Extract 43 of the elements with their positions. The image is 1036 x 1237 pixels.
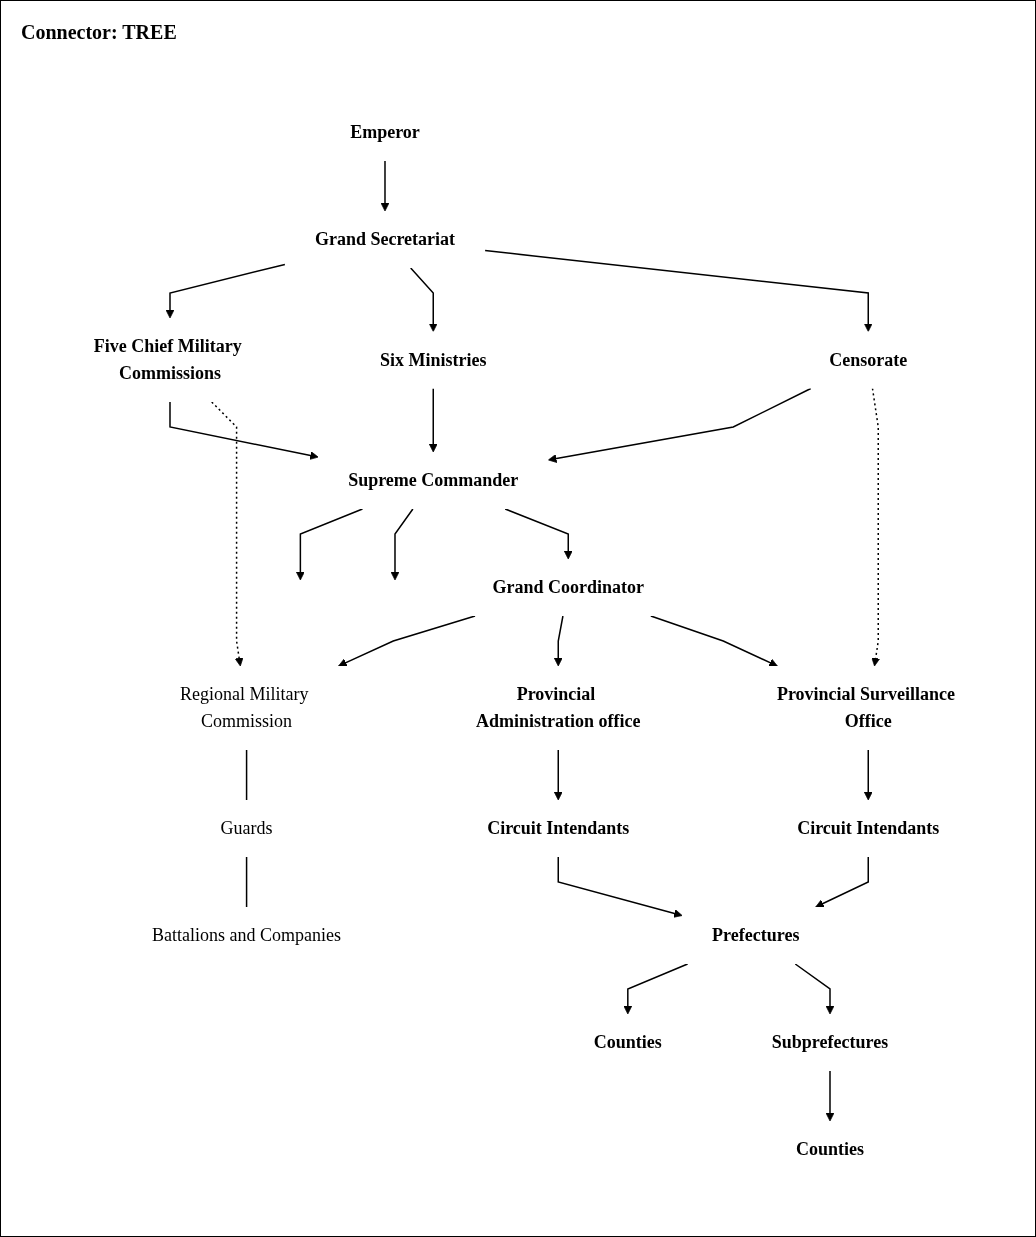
node-text: Prefectures [711, 925, 800, 945]
arrow [553, 749, 563, 801]
arrow [390, 508, 414, 581]
arrow [409, 267, 438, 332]
node-text: Counties [593, 1032, 662, 1052]
arrow [623, 963, 689, 1015]
node-text: Guards [220, 818, 273, 838]
arrow [794, 963, 835, 1015]
node-text: Grand Secretariat [314, 229, 455, 249]
arrow [553, 615, 564, 667]
node-text: Grand Coordinator [492, 577, 644, 597]
arrow [863, 749, 873, 801]
connector [245, 856, 248, 908]
arrow [380, 160, 390, 212]
arrow [547, 387, 812, 463]
node-text: Supreme Commander [348, 470, 519, 490]
node-text: Six Ministries [379, 349, 487, 370]
arrow [504, 508, 573, 560]
arrow [338, 615, 476, 667]
node-text: Censorate [829, 349, 908, 370]
arrow [649, 615, 778, 667]
arrow [825, 1070, 835, 1122]
arrow [815, 856, 869, 908]
arrow [295, 508, 364, 581]
arrow [169, 401, 319, 460]
arrow [428, 387, 438, 453]
node-text: Provincial Surveillance Office [776, 684, 955, 731]
node-text: Counties [795, 1139, 864, 1159]
node-text: Circuit Intendants [797, 818, 940, 838]
connector [245, 749, 248, 801]
node-text: Subprefectures [771, 1032, 889, 1052]
node-text: Five Chief Military Commissions [93, 336, 242, 383]
arrow [557, 856, 683, 918]
arrow [484, 249, 873, 332]
node-text: Regional Military Commission [179, 684, 309, 731]
arrow [871, 387, 880, 667]
arrow [210, 401, 244, 667]
note-text: Connector: TREE [21, 21, 177, 44]
node-text: Provincial Administration office [475, 684, 641, 731]
arrow [165, 263, 286, 319]
node-text: Circuit Intendants [487, 818, 630, 838]
node-text: Emperor [350, 122, 420, 142]
node-text: Battalions and Companies [151, 925, 341, 945]
